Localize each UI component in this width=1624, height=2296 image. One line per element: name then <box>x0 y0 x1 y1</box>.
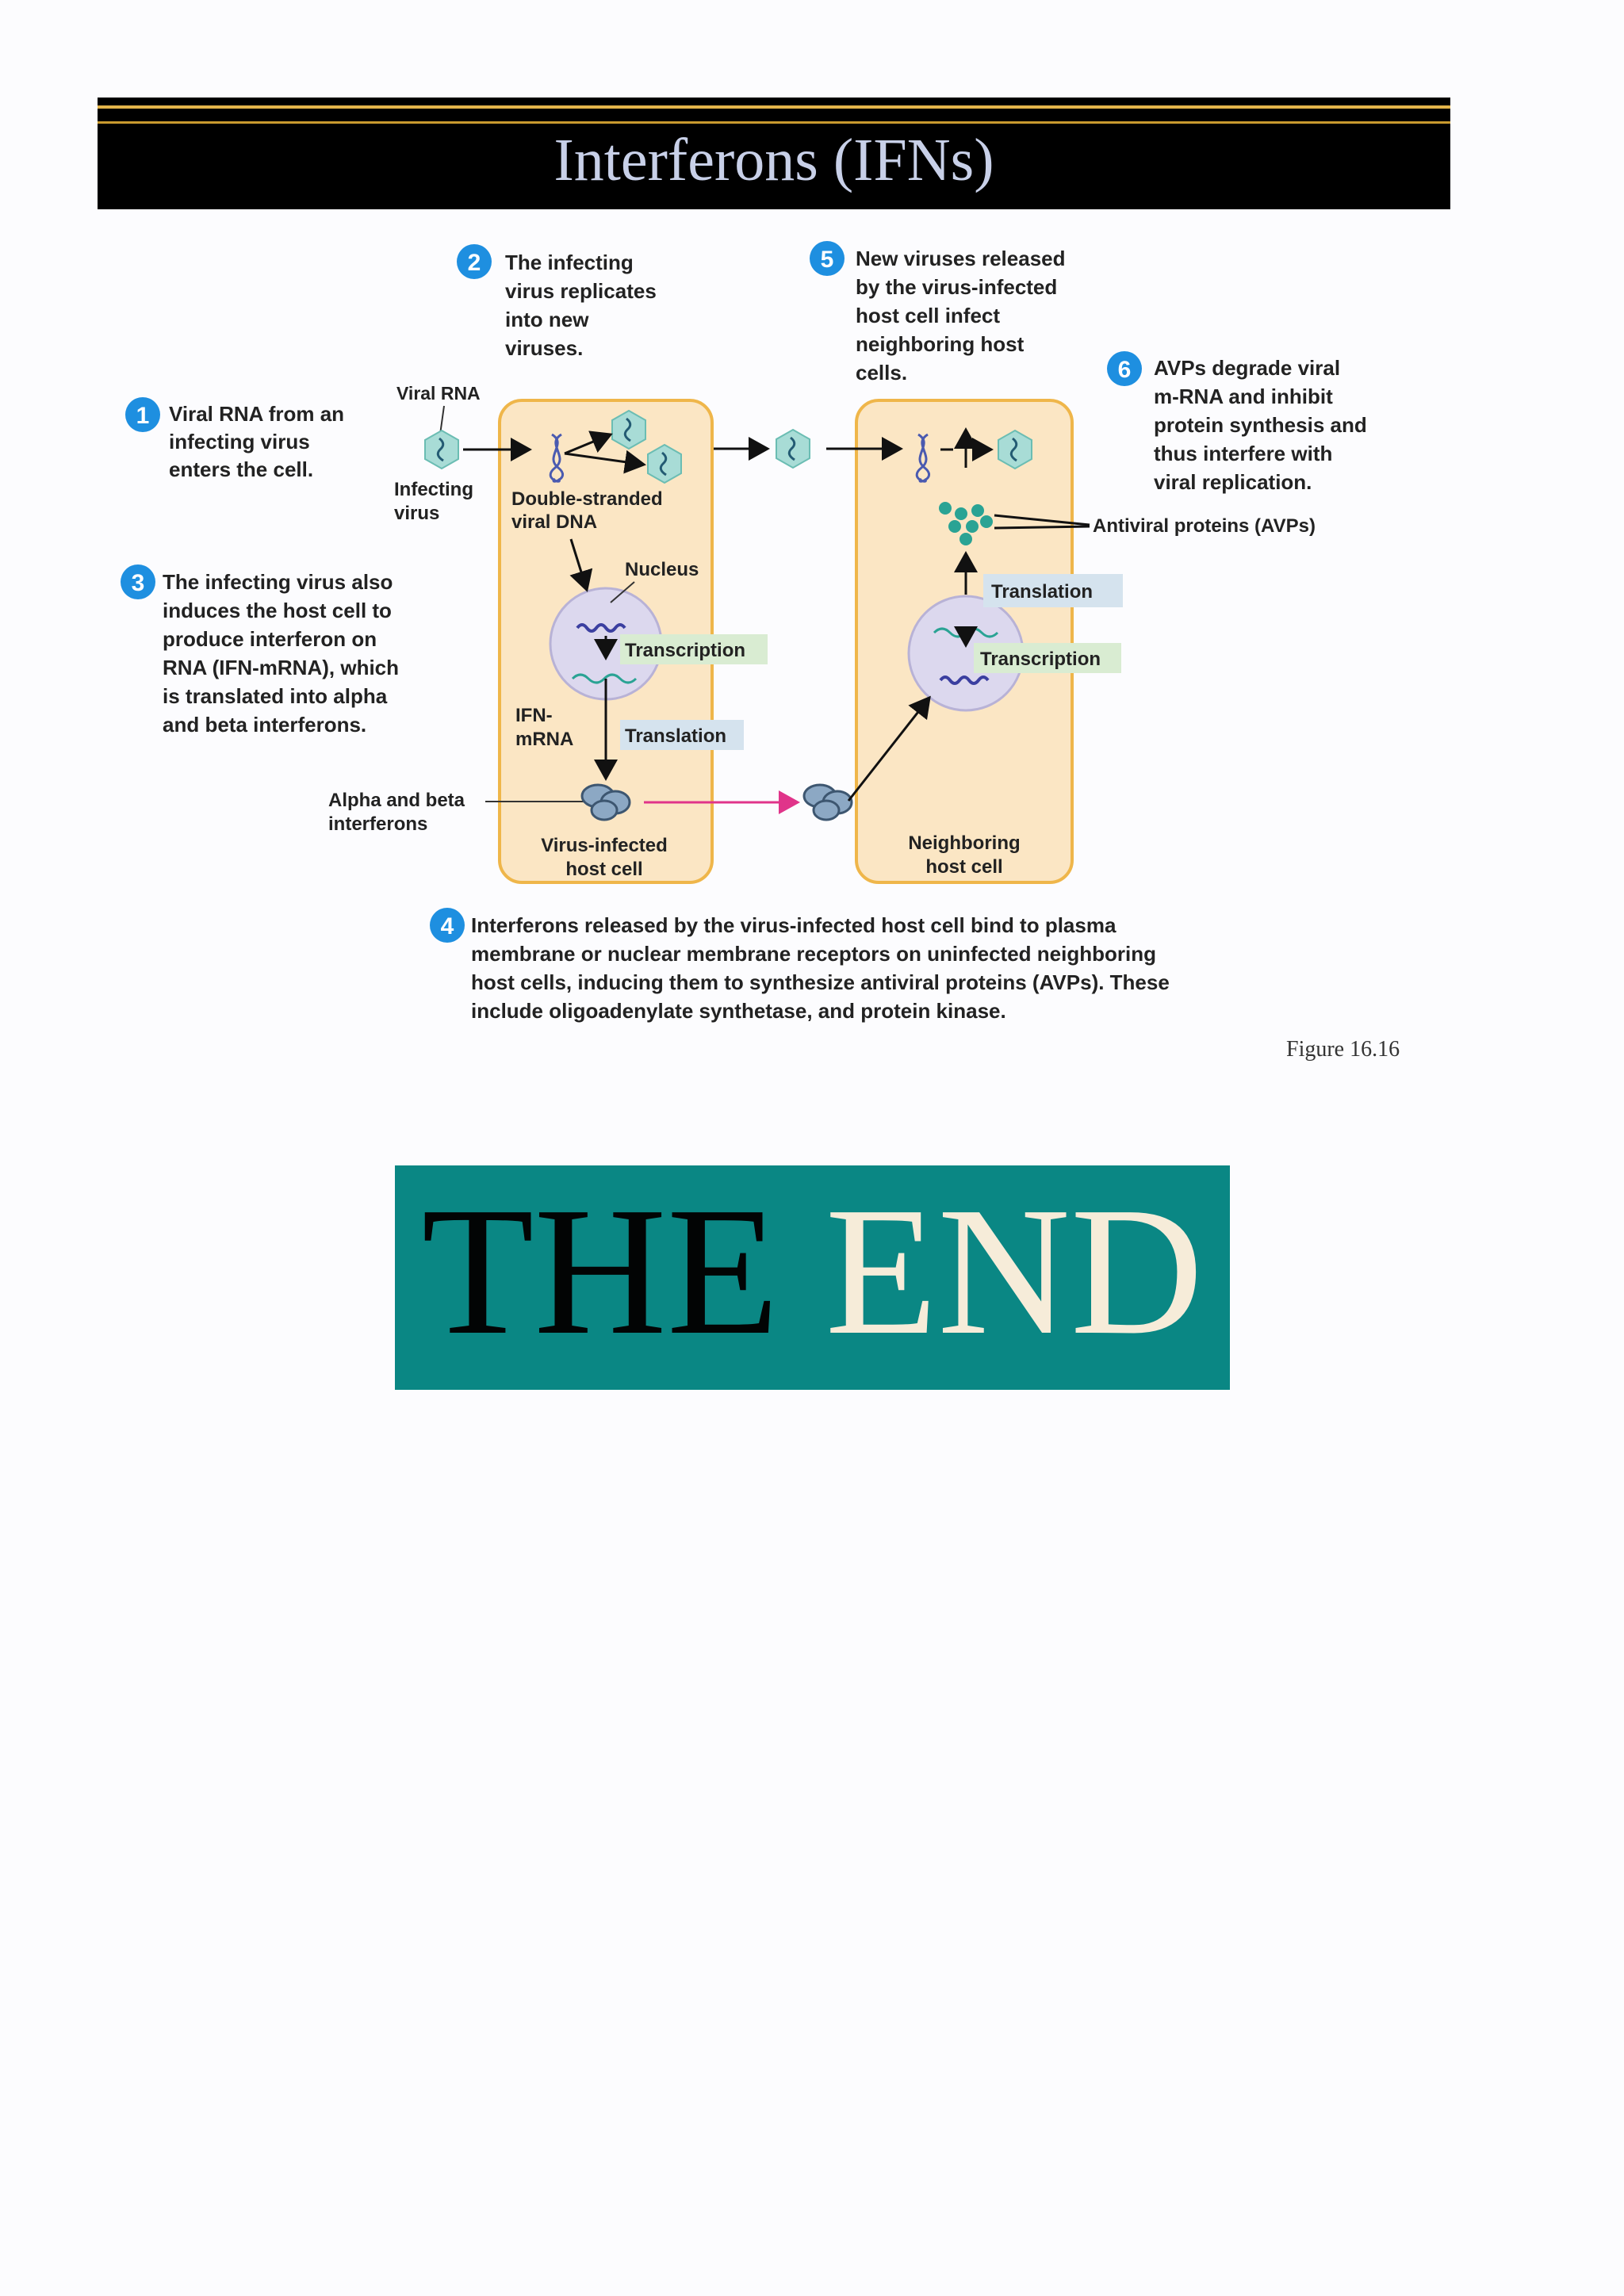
svg-text:The infecting virus also: The infecting virus also <box>163 570 393 594</box>
infecting-virus-icon <box>424 429 459 470</box>
the-end-word-2: END <box>825 1169 1204 1373</box>
svg-text:RNA (IFN-mRNA), which: RNA (IFN-mRNA), which <box>163 656 399 679</box>
double-stranded-label: Double-stranded viral DNA <box>511 488 663 533</box>
svg-text:Infecting: Infecting <box>394 479 473 500</box>
step-1-text: Viral RNA from an infecting virus enters… <box>169 402 344 481</box>
page-title: Interferons (IFNs) <box>553 127 994 193</box>
svg-text:neighboring host: neighboring host <box>856 332 1025 356</box>
svg-text:Translation: Translation <box>625 725 726 747</box>
translation-box-neighbor: Translation <box>983 574 1123 607</box>
step-6-text: AVPs degrade viral m-RNA and inhibit pro… <box>1154 356 1367 494</box>
step-2-text: The infecting virus replicates into new … <box>505 251 657 360</box>
svg-text:include oligoadenylate synthet: include oligoadenylate synthetase, and p… <box>471 999 1006 1023</box>
nucleus-dna-icon <box>576 623 626 633</box>
step-badge-4: 4 <box>430 908 465 943</box>
svg-text:3: 3 <box>132 570 145 596</box>
avp-dots-icon <box>939 502 993 545</box>
step-badge-6: 6 <box>1107 351 1142 386</box>
pathway-arrows <box>463 427 1090 802</box>
svg-text:host cells, inducing them to s: host cells, inducing them to synthesize … <box>471 970 1170 994</box>
svg-text:Interferons released by the vi: Interferons released by the virus-infect… <box>471 913 1116 937</box>
svg-text:cells.: cells. <box>856 361 907 385</box>
step-badge-3: 3 <box>121 564 155 599</box>
svg-text:produce interferon on: produce interferon on <box>163 627 377 651</box>
svg-text:1: 1 <box>136 403 150 429</box>
ifn-mrna-icon <box>571 673 638 684</box>
released-virus-icon <box>776 428 810 469</box>
svg-text:viral DNA: viral DNA <box>511 511 597 533</box>
svg-text:virus replicates: virus replicates <box>505 279 657 303</box>
svg-text:host cell: host cell <box>925 856 1002 878</box>
svg-text:virus: virus <box>394 503 439 524</box>
the-end-text: THE END <box>395 1180 1230 1364</box>
dna-helix-icon <box>549 433 565 483</box>
svg-text:Transcription: Transcription <box>980 649 1101 670</box>
svg-text:New viruses released: New viruses released <box>856 247 1066 270</box>
svg-text:AVPs degrade viral: AVPs degrade viral <box>1154 356 1340 380</box>
svg-text:mRNA: mRNA <box>515 729 573 750</box>
svg-text:membrane or nuclear membrane r: membrane or nuclear membrane receptors o… <box>471 942 1156 966</box>
svg-text:host cell infect: host cell infect <box>856 304 1000 327</box>
step-3-text: The infecting virus also induces the hos… <box>163 570 399 737</box>
infecting-virus-label: Infecting virus <box>394 479 473 524</box>
interferon-diagram: 1 2 3 4 5 6 Viral RNA from an infecting … <box>121 241 1367 1023</box>
svg-text:viruses.: viruses. <box>505 336 583 360</box>
interferon-icon <box>802 783 853 821</box>
new-virus-icon <box>647 443 682 484</box>
svg-text:Transcription: Transcription <box>625 640 745 661</box>
title-bar: Interferons (IFNs) <box>98 98 1450 209</box>
svg-text:m-RNA and inhibit: m-RNA and inhibit <box>1154 385 1333 408</box>
translation-box-infected: Translation <box>620 720 744 750</box>
title-rule-top <box>98 105 1450 109</box>
infected-cell-label: Virus-infected host cell <box>541 835 668 880</box>
svg-text:Neighboring: Neighboring <box>908 832 1020 854</box>
svg-text:thus interfere with: thus interfere with <box>1154 442 1332 465</box>
new-virus-icon <box>611 409 646 450</box>
blocked-virus-icon <box>998 429 1032 470</box>
svg-text:interferons: interferons <box>328 813 427 835</box>
avps-label: Antiviral proteins (AVPs) <box>1093 515 1316 537</box>
svg-text:by the virus-infected: by the virus-infected <box>856 275 1057 299</box>
title-rule-bottom <box>98 121 1450 124</box>
step-badge-1: 1 <box>125 397 160 432</box>
svg-text:into new: into new <box>505 308 589 331</box>
dna-helix-icon <box>915 433 931 483</box>
svg-text:Alpha and beta: Alpha and beta <box>328 790 465 811</box>
svg-text:The infecting: The infecting <box>505 251 634 274</box>
figure-reference: Figure 16.16 <box>1286 1037 1400 1062</box>
nucleus-dna-icon <box>939 675 990 685</box>
transcription-box-infected: Transcription <box>620 634 768 664</box>
interferon-icon <box>580 783 631 821</box>
step-5-text: New viruses released by the virus-infect… <box>856 247 1066 385</box>
svg-text:4: 4 <box>441 913 454 939</box>
step-badge-5: 5 <box>810 241 845 276</box>
svg-text:and beta interferons.: and beta interferons. <box>163 713 366 737</box>
svg-text:5: 5 <box>821 247 834 273</box>
svg-text:infecting virus: infecting virus <box>169 430 310 453</box>
svg-text:Double-stranded: Double-stranded <box>511 488 663 510</box>
svg-text:Virus-infected: Virus-infected <box>541 835 668 856</box>
ifn-mrna-label: IFN- mRNA <box>515 705 573 750</box>
svg-text:2: 2 <box>468 250 481 276</box>
svg-text:host cell: host cell <box>565 859 642 880</box>
viral-rna-label: Viral RNA <box>396 383 481 404</box>
step-4-text: Interferons released by the virus-infect… <box>471 913 1170 1023</box>
svg-text:induces the host cell to: induces the host cell to <box>163 599 392 622</box>
step-badge-2: 2 <box>457 244 492 279</box>
svg-text:viral replication.: viral replication. <box>1154 470 1312 494</box>
svg-text:Viral RNA from an: Viral RNA from an <box>169 402 344 426</box>
svg-text:6: 6 <box>1118 357 1132 383</box>
alpha-beta-label: Alpha and beta interferons <box>328 790 465 835</box>
svg-text:protein synthesis and: protein synthesis and <box>1154 413 1367 437</box>
the-end-banner: THE END <box>395 1165 1230 1390</box>
neighbor-cell-label: Neighboring host cell <box>908 832 1020 878</box>
nucleus-label: Nucleus <box>625 559 699 580</box>
svg-text:is translated into alpha: is translated into alpha <box>163 684 388 708</box>
svg-text:Translation: Translation <box>991 581 1093 603</box>
transcription-box-neighbor: Transcription <box>974 643 1121 673</box>
svg-text:IFN-: IFN- <box>515 705 553 726</box>
the-end-word-1: THE <box>421 1169 779 1373</box>
svg-text:enters the cell.: enters the cell. <box>169 457 313 481</box>
